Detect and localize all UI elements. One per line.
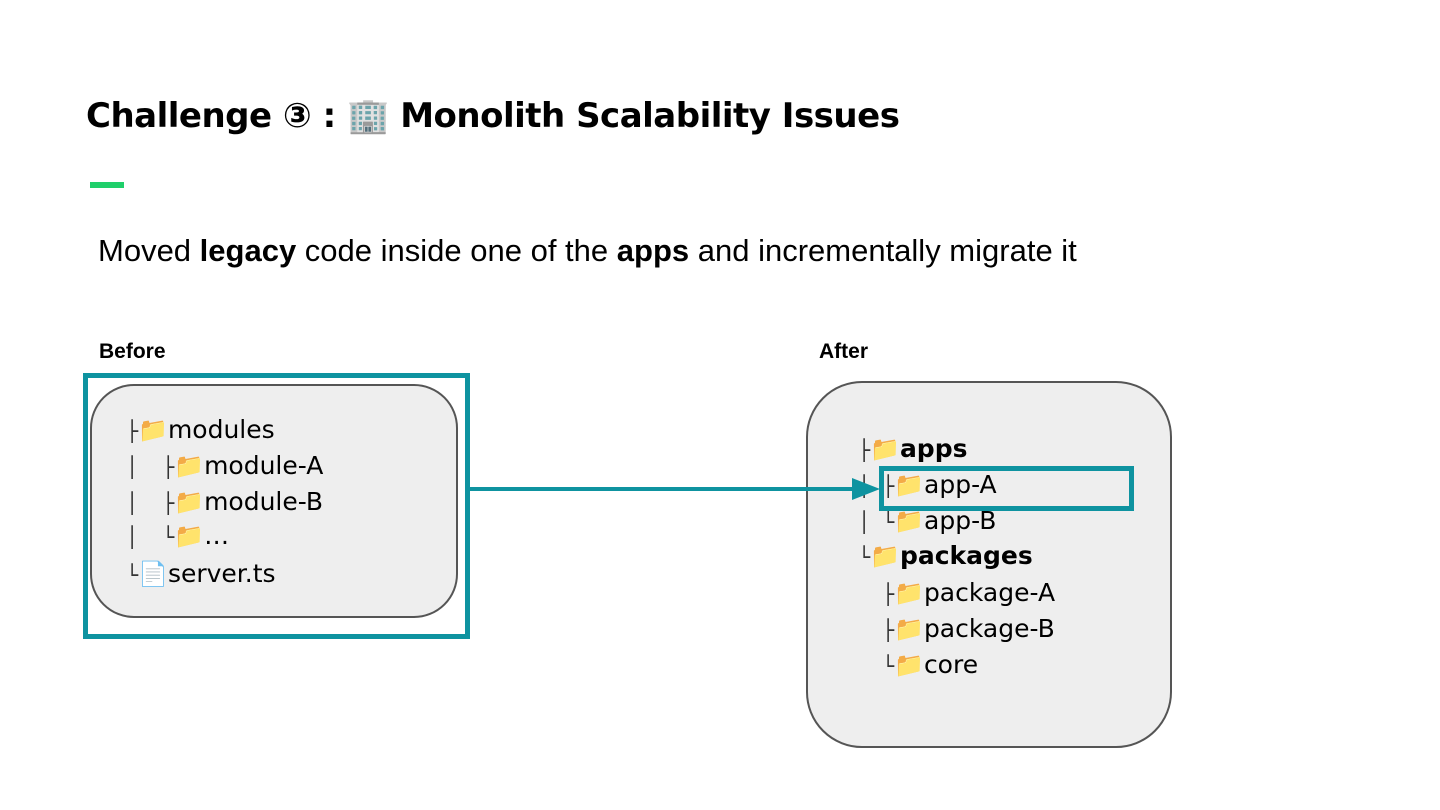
- tree-item-packages: └📁packages: [858, 541, 1033, 572]
- subtitle-bold-legacy: legacy: [199, 233, 297, 268]
- title-number: ③: [282, 96, 312, 136]
- tree-item-label: package-B: [923, 614, 1055, 643]
- folder-icon: 📁: [894, 615, 924, 643]
- tree-item-label: module-A: [204, 451, 324, 480]
- tree-connector: ├: [882, 618, 895, 642]
- before-highlight-box: [83, 373, 470, 639]
- after-panel: [806, 381, 1172, 748]
- folder-icon: 📁: [174, 488, 205, 516]
- folder-icon: 📁: [870, 435, 900, 463]
- tree-connector: └: [882, 654, 895, 678]
- folder-icon: 📁: [894, 471, 925, 499]
- tree-item-app-b: │ └📁app-B: [858, 506, 996, 537]
- tree-item-module-b: │ ├📁module-B: [126, 487, 323, 518]
- after-label: After: [819, 340, 869, 363]
- folder-icon: 📁: [138, 416, 168, 444]
- tree-connector: ├: [126, 419, 139, 443]
- tree-connector: │ └: [858, 510, 895, 534]
- office-building-icon: 🏢: [347, 96, 389, 136]
- arrow-head-icon: [852, 478, 880, 500]
- tree-item-label: app-A: [924, 470, 997, 499]
- tree-item-server-ts: └📄server.ts: [126, 559, 276, 590]
- tree-connector: │ ├: [126, 491, 175, 515]
- tree-item-modules: ├📁modules: [126, 415, 275, 446]
- tree-item-label: core: [923, 650, 979, 679]
- tree-item-label: apps: [899, 434, 968, 463]
- title-text: Monolith Scalability Issues: [400, 96, 900, 136]
- tree-item-package-a: ├📁package-A: [882, 578, 1055, 609]
- tree-connector: └: [126, 563, 139, 587]
- folder-icon: 📁: [894, 579, 924, 607]
- accent-bar: [90, 182, 124, 188]
- folder-icon: 📁: [894, 507, 925, 535]
- subtitle-bold-apps: apps: [616, 233, 690, 268]
- tree-item-label: module-B: [204, 487, 324, 516]
- before-label: Before: [99, 340, 166, 363]
- subtitle-part-2: code inside one of the: [296, 233, 617, 268]
- tree-connector: │ ├: [126, 455, 175, 479]
- tree-item-ellipsis: │ └📁…: [126, 521, 229, 552]
- file-icon: 📄: [138, 560, 168, 588]
- title-prefix: Challenge: [86, 96, 272, 136]
- app-a-highlight-box: [879, 466, 1134, 511]
- tree-connector: ├: [858, 438, 871, 462]
- tree-item-label: packages: [899, 541, 1033, 570]
- folder-icon: 📁: [894, 651, 924, 679]
- slide-subtitle: Moved legacy code inside one of the apps…: [98, 233, 1077, 269]
- tree-connector: ├: [882, 582, 895, 606]
- before-panel: [90, 384, 458, 618]
- tree-item-label: server.ts: [167, 559, 276, 588]
- title-separator: :: [322, 96, 337, 136]
- tree-item-label: …: [204, 521, 230, 550]
- slide-title: Challenge ③ : 🏢 Monolith Scalability Iss…: [86, 96, 900, 136]
- subtitle-part-3: and incrementally migrate it: [689, 233, 1077, 268]
- tree-connector: │ └: [126, 525, 175, 549]
- tree-item-label: modules: [167, 415, 275, 444]
- subtitle-part-1: Moved: [98, 233, 200, 268]
- tree-connector: └: [858, 545, 871, 569]
- folder-icon: 📁: [870, 542, 900, 570]
- tree-item-package-b: ├📁package-B: [882, 614, 1055, 645]
- folder-icon: 📁: [174, 452, 205, 480]
- tree-item-core: └📁core: [882, 650, 978, 681]
- tree-item-module-a: │ ├📁module-A: [126, 451, 323, 482]
- tree-item-apps: ├📁apps: [858, 434, 967, 465]
- tree-item-label: package-A: [923, 578, 1056, 607]
- folder-icon: 📁: [174, 522, 205, 550]
